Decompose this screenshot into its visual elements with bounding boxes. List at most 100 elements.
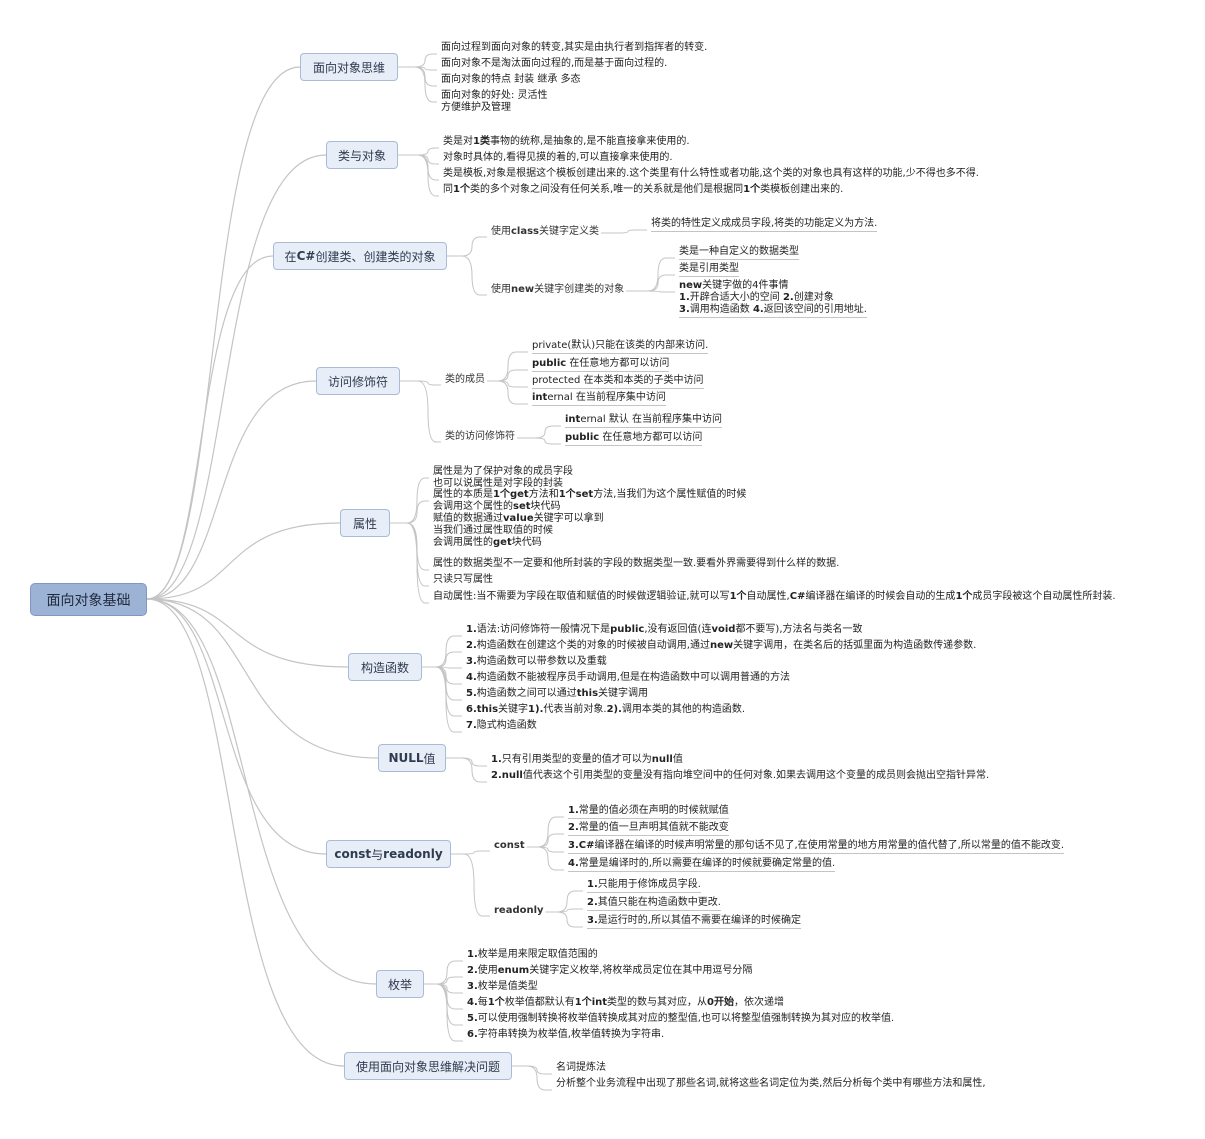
connector [556, 890, 583, 913]
topic-10[interactable]: 使用面向对象思维解决问题 [344, 1052, 512, 1080]
connector [435, 666, 462, 733]
connector [414, 66, 437, 103]
connector [406, 522, 429, 571]
leaf-text: 2.使用enum关键字定义枚举,将枚举成员定位在其中用逗号分隔 [467, 965, 753, 976]
connector [647, 274, 675, 292]
connector [647, 257, 675, 292]
connector [146, 255, 274, 600]
leaf-text: 面向对象的好处: 灵活性 方便维护及管理 [441, 90, 548, 113]
connector [414, 66, 437, 71]
connector [146, 154, 327, 600]
connector [497, 380, 528, 388]
connector [435, 666, 462, 685]
leaf-text: internal 默认 在当前程序集中访问 [565, 414, 723, 428]
connector [417, 147, 439, 156]
leaf-text: public 在任意地方都可以访问 [565, 432, 703, 446]
connector [146, 598, 345, 1067]
connector [537, 846, 564, 871]
connector [406, 522, 429, 604]
connector [417, 154, 439, 197]
subtopic[interactable]: 类的成员 [445, 374, 485, 385]
leaf-text: 面向对象的特点 封装 继承 多态 [441, 74, 581, 85]
leaf-text: 7.隐式构造函数 [466, 720, 537, 731]
connector [463, 853, 490, 917]
leaf-text: 属性是为了保护对象的成员字段 也可以说属性是对字段的封装 [433, 466, 573, 489]
connector [146, 66, 301, 600]
connector [461, 757, 487, 783]
topic-9[interactable]: 枚举 [376, 970, 424, 998]
subtopic[interactable]: const [494, 840, 525, 851]
topic-6[interactable]: 构造函数 [348, 653, 422, 681]
connector [414, 53, 437, 68]
connector [417, 380, 441, 443]
leaf-text: public 在任意地方都可以访问 [532, 358, 670, 372]
leaf-text: 面向对象不是淘汰面向过程的,而是基于面向过程的. [441, 58, 668, 69]
leaf-text: 3.C#编译器在编译的时候声明常量的那句话不见了,在使用常量的地方用常量的值代替… [568, 840, 1065, 854]
connector [146, 598, 349, 668]
topic-2[interactable]: 类与对象 [326, 141, 398, 169]
connector [497, 351, 528, 382]
connector [436, 983, 463, 994]
topic-5[interactable]: 属性 [340, 509, 390, 537]
subtopic[interactable]: 使用new关键字创建类的对象 [491, 284, 625, 295]
connector [417, 154, 439, 165]
connector [617, 229, 647, 234]
leaf-text: 1.只能用于修饰成员字段. [587, 879, 701, 893]
connector [435, 635, 462, 668]
connector [526, 1065, 552, 1075]
topic-1[interactable]: 面向对象思维 [300, 53, 398, 81]
subtopic[interactable]: readonly [494, 905, 544, 916]
leaf-text: 5.可以使用强制转换将枚举值转换成其对应的整型值,也可以将整型值强制转换为其对应… [467, 1013, 895, 1024]
connector [534, 437, 561, 445]
connector [526, 1065, 552, 1091]
connector [556, 908, 583, 913]
leaf-text: 4.构造函数不能被程序员手动调用,但是在构造函数中可以调用普通的方法 [466, 672, 790, 683]
leaf-text: 4.常量是编译时的,所以需要在编译的时候就要确定常量的值. [568, 858, 836, 872]
leaf-text: 3.是运行时的,所以其值不需要在编译的时候确定 [587, 915, 801, 929]
leaf-text: 对象时具体的,看得见摸的着的,可以直接拿来使用的. [443, 152, 673, 163]
connector [436, 983, 463, 1026]
connector [436, 983, 463, 1042]
connector [534, 425, 561, 439]
leaf-text: protected 在本类和本类的子类中访问 [532, 375, 704, 389]
connector [436, 976, 463, 985]
root-topic[interactable]: 面向对象基础 [30, 583, 147, 616]
connector [647, 290, 675, 293]
leaf-text: 1.只有引用类型的变量的值才可以为null值 [491, 754, 683, 765]
leaf-text: 自动属性:当不需要为字段在取值和赋值的时候做逻辑验证,就可以写1个自动属性,C#… [433, 591, 1116, 602]
topic-4[interactable]: 访问修饰符 [316, 367, 400, 395]
subtopic[interactable]: 类的访问修饰符 [445, 431, 515, 442]
connector [417, 380, 441, 386]
leaf-text: 1.枚举是用来限定取值范围的 [467, 949, 598, 960]
leaf-text: 类是一种自定义的数据类型 [679, 246, 799, 260]
connector [406, 477, 429, 524]
leaf-text: 3.构造函数可以带参数以及重载 [466, 656, 607, 667]
leaf-text: 面向过程到面向对象的转变,其实是由执行者到指挥者的转变. [441, 42, 708, 53]
leaf-text: 2.构造函数在创建这个类的对象的时候被自动调用,通过new关键字调用，在类名后的… [466, 640, 977, 651]
connector [556, 911, 583, 928]
leaf-text: 只读只写属性 [433, 574, 493, 585]
leaf-text: 名词提炼法 [556, 1062, 606, 1073]
connector [435, 666, 462, 669]
leaf-text: private(默认)只能在该类的内部来访问. [532, 340, 709, 354]
leaf-text: 类是模板,对象是根据这个模板创建出来的.这个类里有什么特性或者功能,这个类的对象… [443, 168, 979, 179]
leaf-text: 属性的本质是1个get方法和1个set方法,当我们为这个属性赋值的时候 会调用这… [433, 489, 747, 548]
connector [414, 66, 437, 87]
connector [435, 651, 462, 668]
leaf-text: 分析整个业务流程中出现了那些名词,就将这些名词定位为类,然后分析每个类中有哪些方… [556, 1078, 986, 1089]
leaf-text: 6.this关键字1).代表当前对象.2).调用本类的其他的构造函数. [466, 704, 746, 715]
leaf-text: 6.字符串转换为枚举值,枚举值转换为字符串. [467, 1029, 665, 1040]
connector [435, 666, 462, 717]
connector [461, 255, 487, 296]
connector [436, 983, 463, 1010]
connector [537, 846, 564, 853]
subtopic[interactable]: 使用class关键字定义类 [491, 226, 600, 237]
leaf-text: new关键字做的4件事情 1.开辟合适大小的空间 2.创建对象 3.调用构造函数… [679, 280, 867, 318]
connector [537, 833, 564, 848]
leaf-text: 类是对1类事物的统称,是抽象的,是不能直接拿来使用的. [443, 136, 690, 147]
